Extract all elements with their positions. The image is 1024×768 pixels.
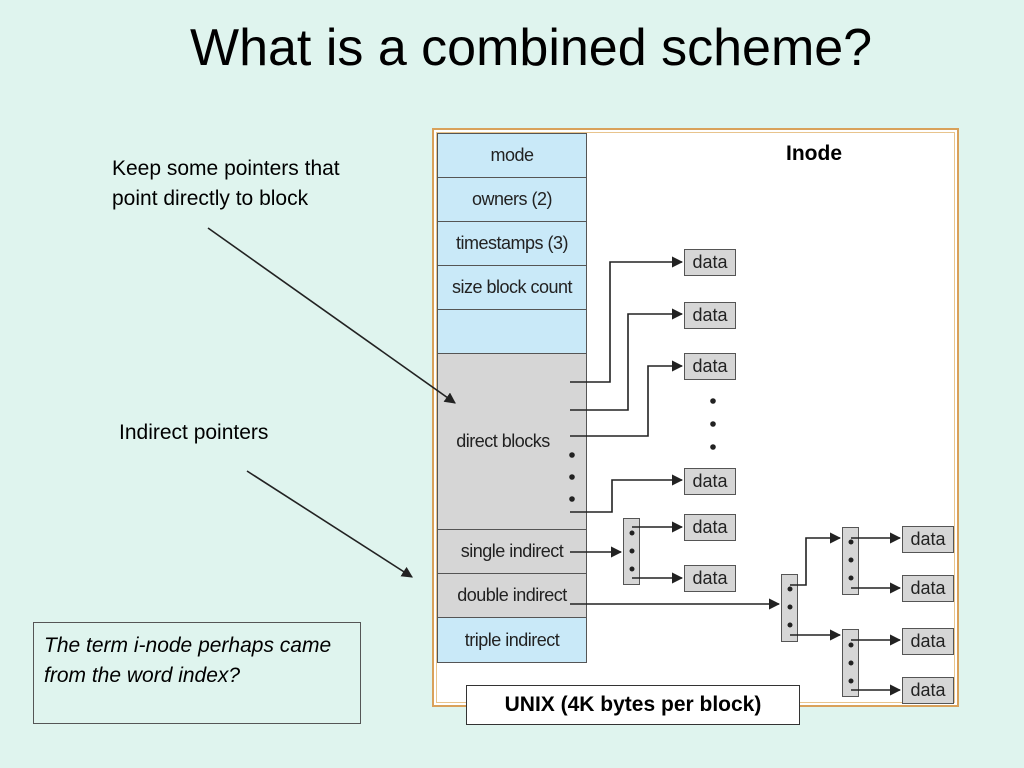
ellipsis-dot (629, 530, 635, 536)
empty-field (438, 310, 586, 354)
ellipsis-dot (629, 566, 635, 572)
timestamps-field: timestamps (3) (438, 222, 586, 266)
ellipsis-dot (848, 557, 854, 563)
data-block: data (684, 353, 736, 380)
ellipsis-dot (629, 548, 635, 554)
ellipsis-dot (848, 575, 854, 581)
ellipsis-dot (848, 539, 854, 545)
direct-note-arrow (207, 227, 456, 404)
data-block: data (902, 575, 954, 602)
direct-blocks-field: direct blocks (438, 354, 586, 530)
ellipsis-dot (569, 474, 575, 480)
inode-table: mode owners (2) timestamps (3) size bloc… (437, 133, 587, 663)
mode-field: mode (438, 134, 586, 178)
single-indirect-field: single indirect (438, 530, 586, 574)
data-block: data (902, 677, 954, 704)
ellipsis-dot (787, 604, 793, 610)
ellipsis-dot (787, 586, 793, 592)
ellipsis-dot (569, 496, 575, 502)
data-block: data (684, 565, 736, 592)
direct-blocks-label: direct blocks (456, 431, 550, 451)
size-block-count-field: size block count (438, 266, 586, 310)
owners-field: owners (2) (438, 178, 586, 222)
indirect-pointers-note: Indirect pointers (119, 421, 269, 444)
pointer-arrow (790, 532, 842, 586)
ellipsis-dot (848, 642, 854, 648)
triple-indirect-field: triple indirect (438, 618, 586, 662)
double-indirect-field: double indirect (438, 574, 586, 618)
direct-pointers-note: Keep some pointers that point directly t… (112, 157, 340, 210)
direct-pointer-arrow (570, 308, 684, 411)
inode-etymology-callout: The term i-node perhaps came from the wo… (33, 622, 361, 724)
slide-title: What is a combined scheme? (190, 19, 873, 77)
data-block: data (902, 628, 954, 655)
data-block: data (902, 526, 954, 553)
ellipsis-dot (710, 398, 716, 404)
ellipsis-dot (569, 452, 575, 458)
block-size-caption: UNIX (4K bytes per block) (466, 685, 800, 725)
data-block: data (684, 302, 736, 329)
data-block: data (684, 514, 736, 541)
ellipsis-dot (710, 444, 716, 450)
inode-label: Inode (786, 142, 842, 165)
ellipsis-dot (848, 660, 854, 666)
ellipsis-dot (848, 678, 854, 684)
ellipsis-dot (787, 622, 793, 628)
direct-pointer-arrow (570, 360, 684, 437)
direct-pointer-arrow (570, 474, 684, 513)
ellipsis-dot (710, 421, 716, 427)
direct-pointer-arrow (570, 256, 684, 383)
indirect-note-arrow (246, 470, 413, 578)
data-block: data (684, 468, 736, 495)
data-block: data (684, 249, 736, 276)
